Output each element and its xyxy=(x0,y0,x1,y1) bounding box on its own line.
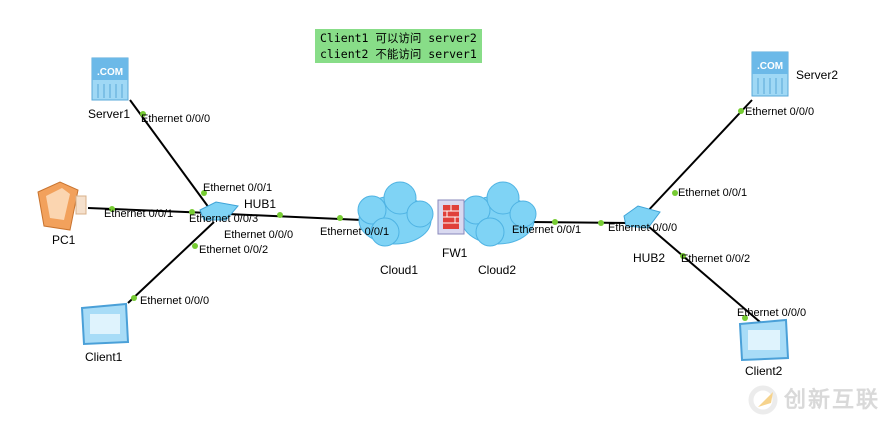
cloud2-icon[interactable] xyxy=(461,181,537,247)
hub1-label: HUB1 xyxy=(244,197,277,211)
port-label: Ethernet 0/0/1 xyxy=(320,226,390,238)
note-line-2: client2 不能访问 server1 xyxy=(320,47,477,61)
watermark-text: 创新互联 xyxy=(784,387,881,412)
server2-icon[interactable]: .COM xyxy=(751,51,789,97)
port-label: Ethernet 0/0/0 xyxy=(745,106,815,118)
server1-label: Server1 xyxy=(88,107,131,121)
note-line-1: Client1 可以访问 server2 xyxy=(320,31,477,45)
port-dot xyxy=(337,215,343,221)
svg-text:.COM: .COM xyxy=(757,61,783,72)
port-label: Ethernet 0/0/0 xyxy=(141,113,211,125)
link-cloud2-hub2[interactable] xyxy=(531,221,629,224)
port-label: Ethernet 0/0/2 xyxy=(681,253,751,265)
port-dot xyxy=(140,111,146,117)
pc1-label: PC1 xyxy=(52,233,76,247)
server1-icon[interactable]: .COM xyxy=(91,57,129,101)
link-hub2-client2[interactable] xyxy=(647,225,761,323)
port-dot xyxy=(189,209,195,215)
port-label: Ethernet 0/0/0 xyxy=(608,222,678,234)
port-dot xyxy=(742,315,748,321)
svg-text:.COM: .COM xyxy=(97,67,123,78)
link-server1-hub1[interactable] xyxy=(129,99,213,213)
watermark-logo-icon xyxy=(748,385,778,415)
port-dot xyxy=(672,190,678,196)
port-dot xyxy=(109,206,115,212)
port-dots xyxy=(109,108,748,321)
port-label: Ethernet 0/0/0 xyxy=(140,295,210,307)
hub2-label: HUB2 xyxy=(633,251,666,265)
link-hub2-server2[interactable] xyxy=(644,99,753,215)
pc1-icon[interactable] xyxy=(37,181,87,231)
port-dot xyxy=(598,220,604,226)
cloud2-label: Cloud2 xyxy=(478,263,517,277)
port-dot xyxy=(277,212,283,218)
port-dot xyxy=(680,253,686,259)
client1-icon[interactable] xyxy=(80,302,130,346)
cloud1-label: Cloud1 xyxy=(380,263,419,277)
port-dot xyxy=(738,108,744,114)
client2-label: Client2 xyxy=(745,364,783,378)
fw1-label: FW1 xyxy=(442,246,468,260)
port-dot xyxy=(192,243,198,249)
client2-icon[interactable] xyxy=(738,318,790,362)
client1-label: Client1 xyxy=(85,350,123,364)
watermark: 创新互联 xyxy=(748,385,880,415)
fw1-icon[interactable] xyxy=(437,199,465,235)
port-label: Ethernet 0/0/1 xyxy=(512,224,582,236)
port-dot xyxy=(201,190,207,196)
port-label: Ethernet 0/0/1 xyxy=(678,187,748,199)
hub2-icon[interactable] xyxy=(623,205,661,229)
port-dot xyxy=(131,295,137,301)
port-label: Ethernet 0/0/1 xyxy=(104,208,174,220)
links xyxy=(87,99,761,323)
port-label: Ethernet 0/0/0 xyxy=(737,307,807,319)
link-client1-hub1[interactable] xyxy=(127,221,215,304)
cloud1-icon[interactable] xyxy=(357,181,434,247)
port-label: Ethernet 0/0/1 xyxy=(203,182,273,194)
port-label: Ethernet 0/0/3 xyxy=(189,213,259,225)
port-label: Ethernet 0/0/2 xyxy=(199,244,269,256)
port-label: Ethernet 0/0/0 xyxy=(224,229,294,241)
port-dot xyxy=(552,219,558,225)
annotation-note: Client1 可以访问 server2 client2 不能访问 server… xyxy=(315,29,482,63)
hub1-icon[interactable] xyxy=(199,201,239,221)
server2-label: Server2 xyxy=(796,68,839,82)
